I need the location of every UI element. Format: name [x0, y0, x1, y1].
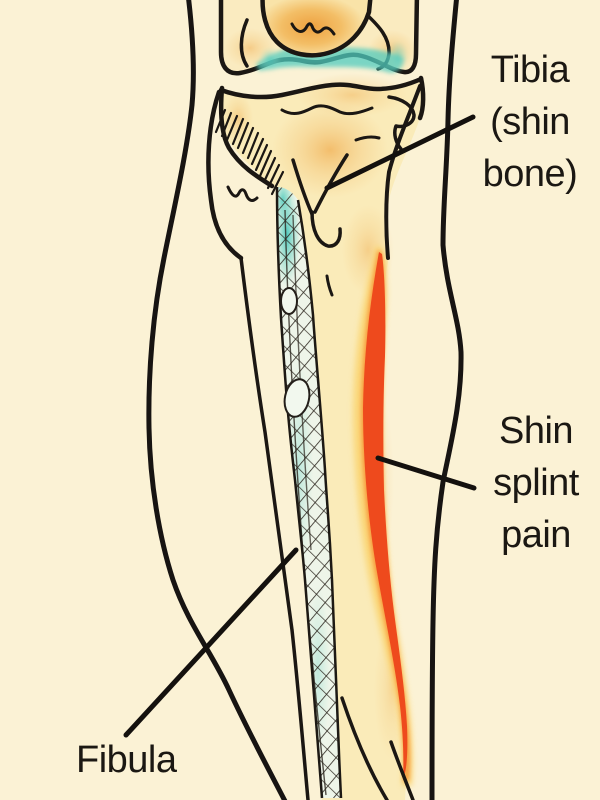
shin-splint-leader-line — [375, 455, 477, 491]
fibula-leader-line — [123, 547, 299, 738]
fibula-detail-oval-lower — [283, 378, 311, 418]
tibia-shaft-right-contour — [384, 84, 422, 260]
fibula-detail-oval-upper — [280, 287, 298, 315]
medial-condyle-line — [239, 18, 249, 68]
tibial-plateau-top-edge — [218, 76, 424, 100]
fibula-label: Fibula — [76, 734, 236, 786]
ankle-flare-line-1 — [340, 696, 389, 800]
patella — [260, 0, 373, 58]
crosshatch-right-edge — [296, 199, 343, 799]
shin-splint-label: Shin splint pain — [456, 405, 600, 561]
leg-outline — [146, 0, 464, 800]
tibia-label-line2: (shin — [490, 101, 570, 143]
fibula-label-line1: Fibula — [76, 739, 177, 781]
short-dash-detail — [354, 135, 381, 142]
tibial-plateau-left-edge — [218, 85, 275, 189]
tibia-label-line3: bone) — [482, 153, 578, 195]
ligament-hatching — [214, 108, 285, 196]
pain-core — [363, 252, 408, 778]
plateau-hook-detail — [387, 95, 416, 151]
crosshatch-left-edge — [275, 186, 324, 799]
patella-detail-line — [290, 22, 336, 36]
plateau-wavy-detail — [280, 104, 374, 116]
shin-splint-pain-band — [353, 246, 413, 786]
shin-splint-label-line1: Shin — [498, 410, 574, 452]
leader-lines — [123, 114, 477, 738]
tibia-label-line1: Tibia — [490, 49, 570, 91]
leg-outline-left — [146, 0, 288, 800]
tuberosity-right-line — [313, 153, 349, 214]
tibia-leader-line — [324, 114, 476, 191]
posterior-contour-line — [239, 256, 310, 800]
tibia-label: Tibia (shin bone) — [450, 44, 600, 200]
bone-contours — [206, 75, 426, 800]
leg-outline-right — [429, 0, 464, 800]
fibula-head-squiggle — [226, 185, 259, 203]
tuberosity-hook — [310, 210, 342, 248]
shin-splint-label-line3: pain — [501, 514, 571, 556]
fibula-head-outline — [206, 89, 244, 261]
tuberosity-left-line — [291, 158, 314, 216]
ankle-flare-line-2 — [389, 740, 415, 800]
shin-splint-label-line2: splint — [493, 462, 579, 504]
tibial-plateau-right-edge — [417, 75, 426, 121]
shaft-small-dash — [325, 274, 334, 297]
